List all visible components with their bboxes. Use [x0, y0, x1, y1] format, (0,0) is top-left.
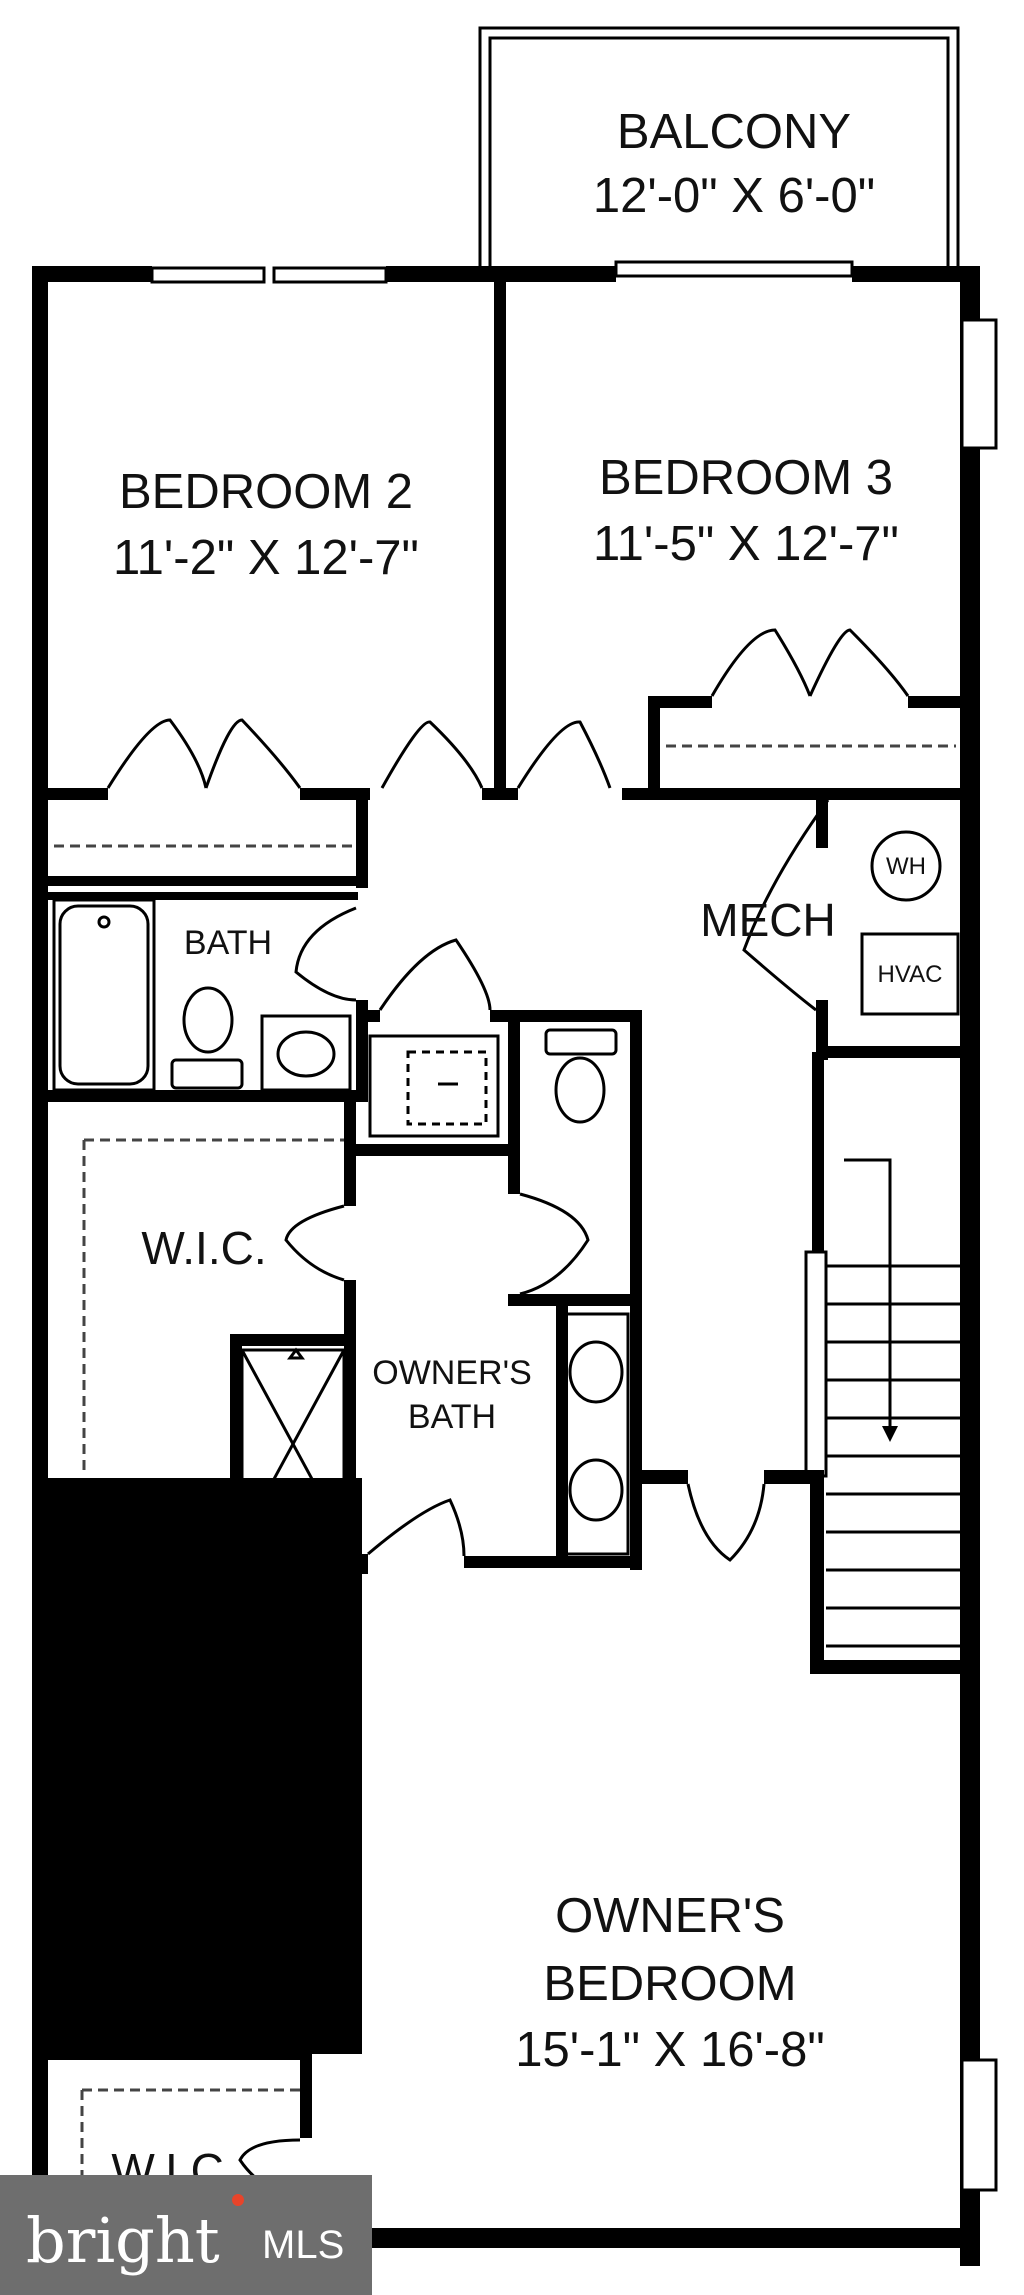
watermark-accent-dot	[232, 2194, 244, 2206]
shower-lower	[240, 1347, 346, 1540]
watermark-brand: bright	[26, 2204, 220, 2277]
stairs-direction-arrow	[844, 1158, 898, 1442]
toilet-bath	[170, 986, 244, 1090]
bedroom3-dims: 11'-5" X 12'-7"	[593, 517, 899, 571]
shower-upper	[368, 1034, 500, 1138]
owners-bedroom-dims: 15'-1" X 16'-8"	[515, 2023, 825, 2077]
mech-label: MECH	[700, 894, 835, 946]
hvac-label: HVAC	[878, 961, 943, 988]
hvac-unit	[860, 932, 960, 1016]
wh-tank	[870, 830, 942, 902]
wic-label: W.I.C.	[141, 1222, 266, 1274]
owners-bedroom-label-2: BEDROOM	[543, 1957, 796, 2011]
watermark-suffix: MLS	[262, 2223, 344, 2267]
closet-shelves	[54, 744, 956, 2228]
owners-bath-label-2: BATH	[408, 1398, 496, 1436]
owners-bath-label-1: OWNER'S	[372, 1354, 532, 1392]
bedroom2-dims: 11'-2" X 12'-7"	[113, 531, 419, 585]
bedroom3-label: BEDROOM 3	[599, 451, 893, 505]
dark-block	[32, 1478, 362, 2054]
bathtub	[52, 898, 156, 1092]
owners-bedroom-label-1: OWNER'S	[555, 1889, 785, 1943]
bath-label: BATH	[184, 924, 272, 962]
bedroom2-label: BEDROOM 2	[119, 465, 413, 519]
windows	[150, 260, 998, 2192]
stairs	[804, 1250, 960, 1648]
bright-mls-watermark: bright MLS	[0, 2175, 372, 2295]
balcony-label: BALCONY	[617, 105, 851, 159]
balcony-dims: 12'-0" X 6'-0"	[593, 169, 875, 223]
toilet-owners-bath	[544, 1028, 618, 1124]
sinks	[260, 1014, 630, 1556]
wh-label: WH	[886, 853, 926, 880]
